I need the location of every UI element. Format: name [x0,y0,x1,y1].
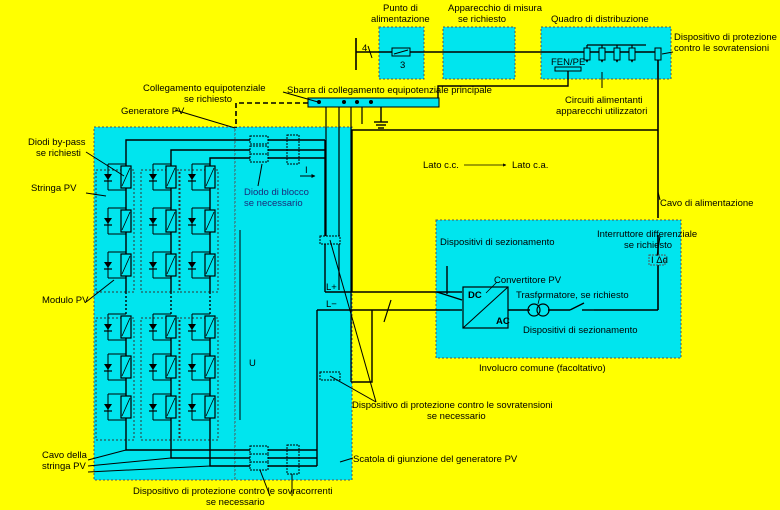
pv-module-cross [166,397,176,417]
pv-string-label: Stringa PV [31,183,77,194]
supply-fuse-label: 3 [400,60,405,71]
pv-module-cross [121,167,131,187]
bypass-diode-icon [149,218,157,224]
pv-module-cross [121,397,131,417]
pv-module-cross [205,255,215,275]
disconnect-2-label: Dispositivi di sezionamento [523,325,638,336]
bypass-diode-icon [149,324,157,330]
pv-module-cross [166,167,176,187]
pv-module-label: Modulo PV [42,295,89,306]
bar-dots [317,100,373,104]
ground-icon [374,107,388,129]
bypass-diode-icon [188,404,196,410]
l-minus-label: L− [326,299,337,310]
pv-module-cross [121,211,131,231]
bypass-diode-icon [149,174,157,180]
current-arrow-icon: I [300,165,316,178]
inverter-ac-label: AC [496,316,510,327]
junction-box-label: Scatola di giunzione del generatore PV [353,454,518,465]
bypass-diode-icon [104,364,112,370]
bypass-diode-icon [149,364,157,370]
supply-cable-label: Cavo di alimentazione [660,198,753,209]
transformer-icon [527,303,550,317]
bypass-diode-icon [149,404,157,410]
disconnect-1-label: Dispositivi di sezionamento [440,237,555,248]
pv-module-cross [166,255,176,275]
main-equipotential-bar [307,97,440,108]
bypass-diode-icon [104,218,112,224]
overcurrent-label: Dispositivo di protezione contro le sovr… [133,486,333,508]
l-plus-label: L+ [326,282,337,293]
ac-side-label: Lato c.a. [512,160,548,171]
overvoltage-dc-label: Dispositivo di protezione contro le sovr… [352,400,553,422]
pe-wire [437,71,569,98]
pv-module-cross [166,211,176,231]
junction-busbars [268,139,450,467]
pv-module-cross [166,317,176,337]
junction-blocking-diodes [286,134,300,475]
meter-box [442,26,516,80]
svg-text:I: I [305,165,308,176]
bypass-diode-icon [104,324,112,330]
rcd-symbol: I Δd [651,255,668,266]
distribution-board-label: Quadro di distribuzione [551,14,649,25]
pv-module-cross [166,357,176,377]
dc-wiring [351,129,658,383]
junction-box [234,126,353,481]
bypass-diode-icon [149,262,157,268]
inverter-label: Convertitore PV [494,275,562,286]
bypass-diode-icon [188,218,196,224]
bar-taps [325,107,363,382]
bypass-diode-icon [188,174,196,180]
pv-module-cross [205,317,215,337]
pv-module-cross [121,357,131,377]
pv-module-cross [205,167,215,187]
dc-side-label: Lato c.c. [423,160,459,171]
bypass-diode-icon [188,364,196,370]
leader-lines [85,51,674,497]
ac-disconnect-switch [569,302,585,311]
bypass-diode-icon [188,262,196,268]
pv-generator-label: Generatore PV [121,106,185,117]
distribution-board-box [540,26,672,80]
bypass-diode-icon [104,404,112,410]
pv-module-cross [205,397,215,417]
bypass-diode-icon [188,324,196,330]
distribution-fuses [583,47,662,61]
transformer-label: Trasformatore, se richiesto [516,290,629,301]
transformer-pointer [537,295,541,305]
pv-module-cross [205,211,215,231]
pv-strings [95,161,219,441]
voltage-label: U [249,358,256,369]
inverter-dc-label: DC [468,290,482,301]
inverter-pointer [485,281,498,294]
pv-module-cross [121,255,131,275]
main-equipotential-bar-label: Sbarra di collegamento equipotenziale pr… [287,85,492,96]
pv-module-cross [205,357,215,377]
bypass-diode-icon [104,174,112,180]
conductor-count-label: 4 [362,43,367,54]
bypass-diode-icon [104,262,112,268]
pv-module-cross [121,317,131,337]
common-enclosure-label: Involucro comune (facoltativo) [479,363,606,374]
supply-wiring [355,38,659,311]
dc-disconnect-switch [436,291,463,301]
equipotential-dashed-wire [235,102,308,128]
fen-pe-label: FEN/PE [551,57,585,68]
dc-cable-slash [383,299,392,323]
